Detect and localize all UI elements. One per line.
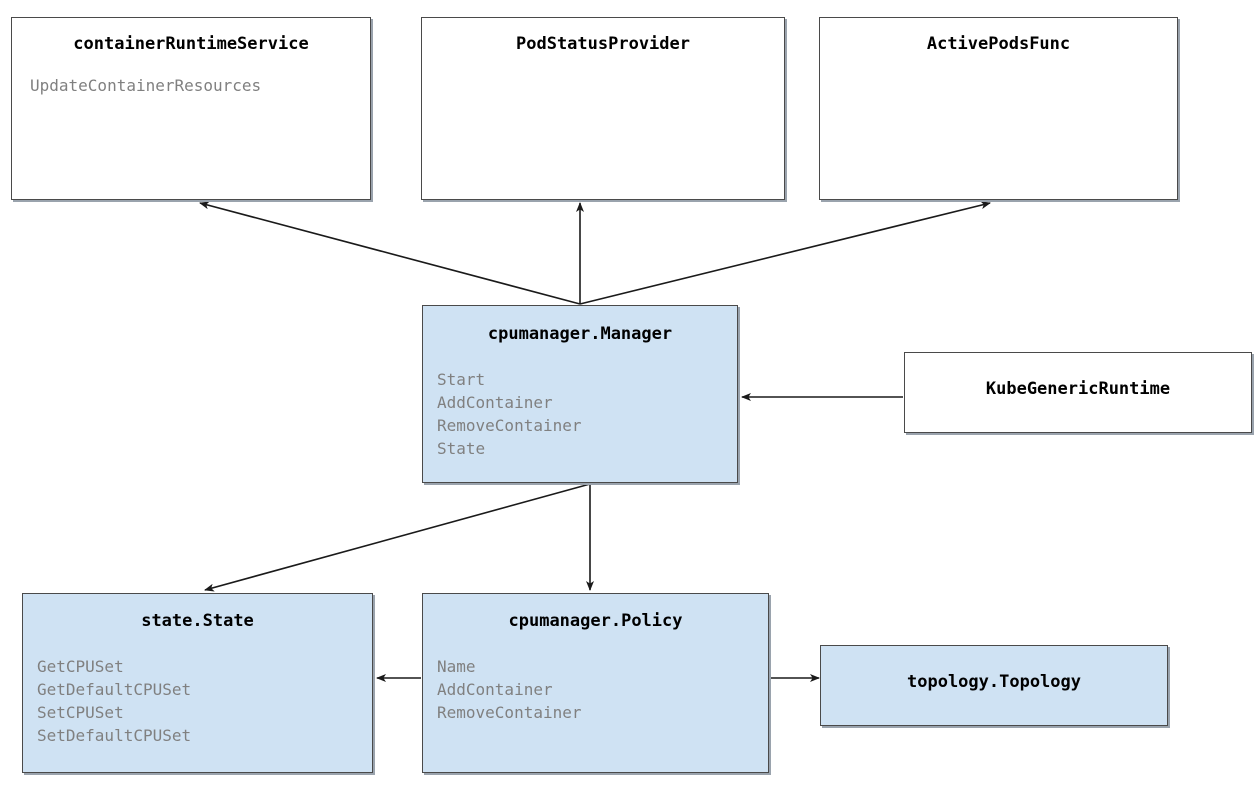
edge-manager-to-state [204, 483, 591, 592]
class-node-title: state.State [141, 611, 254, 631]
class-node-member: SetCPUSet [37, 703, 124, 722]
class-node-title: PodStatusProvider [516, 34, 690, 54]
class-node-title: KubeGenericRuntime [985, 379, 1171, 399]
class-node-kubegenericruntime[interactable]: KubeGenericRuntime [904, 352, 1252, 433]
class-node-title: cpumanager.Policy [508, 611, 683, 631]
class-node-title: containerRuntimeService [73, 34, 309, 54]
class-node-member: UpdateContainerResources [30, 76, 262, 95]
class-node-title: ActivePodsFunc [926, 34, 1071, 54]
class-node-title: cpumanager.Manager [487, 324, 673, 344]
class-node-member: SetDefaultCPUSet [37, 726, 192, 745]
class-node-member: Name [437, 657, 476, 676]
class-node-podstatusprovider[interactable]: PodStatusProvider [421, 17, 785, 200]
class-node-member: State [437, 439, 486, 458]
class-node-member: GetDefaultCPUSet [37, 680, 192, 699]
class-node-member: AddContainer [437, 680, 553, 699]
class-node-member: RemoveContainer [437, 703, 582, 722]
class-node-member: GetCPUSet [37, 657, 124, 676]
class-node-member: AddContainer [437, 393, 553, 412]
class-node-members: UpdateContainerResources [30, 74, 370, 97]
class-node-topology-topology[interactable]: topology.Topology [820, 645, 1168, 726]
class-node-member: RemoveContainer [437, 416, 582, 435]
edge-manager-to-activepodsfunc [579, 201, 991, 305]
class-node-member: Start [437, 370, 486, 389]
class-node-containerruntimeservice[interactable]: containerRuntimeService UpdateContainerR… [11, 17, 371, 200]
class-node-activepodsfunc[interactable]: ActivePodsFunc [819, 17, 1178, 200]
class-node-title: topology.Topology [907, 672, 1081, 692]
edge-manager-to-containerruntimeservice [199, 201, 581, 305]
